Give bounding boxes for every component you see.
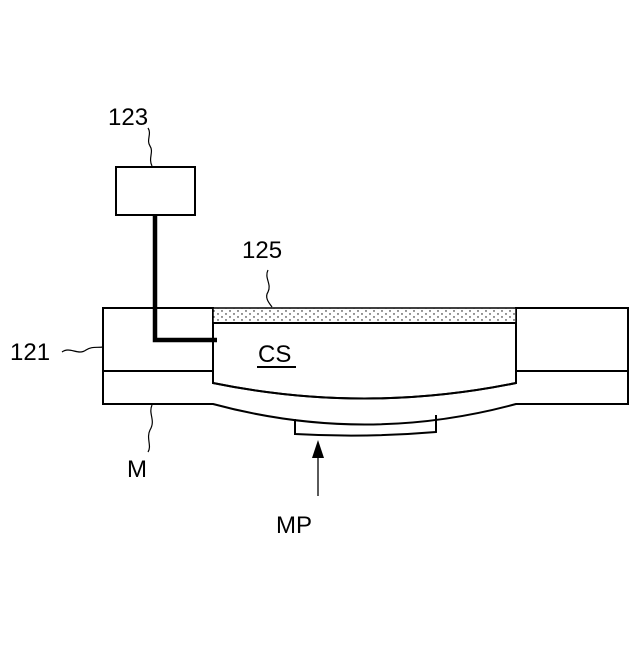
connection-wire bbox=[155, 215, 217, 340]
coating-leader-line bbox=[267, 270, 272, 307]
controller-box bbox=[116, 167, 195, 215]
membrane-outline bbox=[103, 371, 628, 425]
membrane-leader-line bbox=[148, 405, 152, 452]
protrusion-arrowhead bbox=[312, 440, 324, 458]
coating-label: 125 bbox=[242, 237, 282, 264]
protrusion-label: MP bbox=[276, 512, 312, 539]
chamber-label: CS bbox=[258, 341, 291, 368]
coating-layer bbox=[213, 308, 516, 323]
body-label: 121 bbox=[10, 339, 50, 366]
controller-leader-line bbox=[148, 128, 152, 166]
body-right-block bbox=[516, 308, 628, 371]
body-leader-line bbox=[62, 347, 103, 352]
controller-label: 123 bbox=[108, 104, 148, 131]
membrane-label: M bbox=[127, 456, 147, 483]
